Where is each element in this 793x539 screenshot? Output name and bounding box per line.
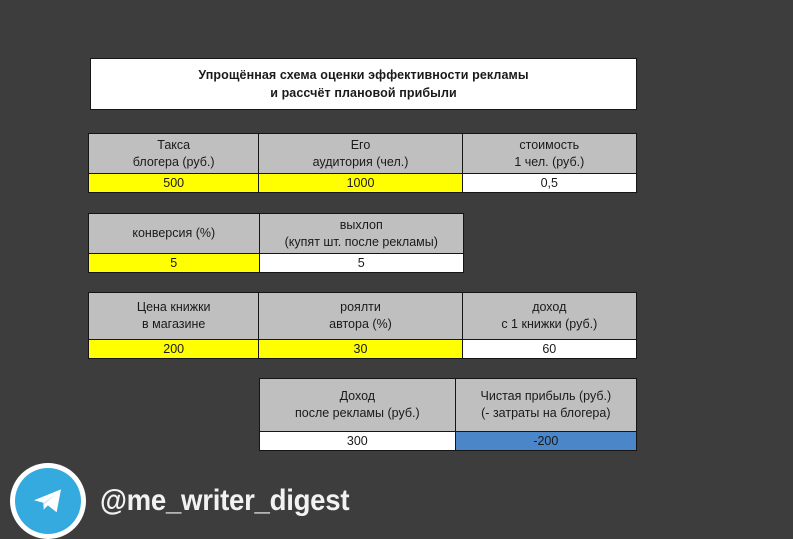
header-cell-net-profit: Чистая прибыль (руб.) (- затраты на блог… xyxy=(455,379,636,431)
header-line-1: выхлоп xyxy=(339,217,383,232)
telegram-icon[interactable] xyxy=(10,463,86,539)
header-cell-output: выхлоп (купят шт. после рекламы) xyxy=(259,214,463,253)
header-line-2: (- затраты на блогера) xyxy=(481,406,611,420)
header-cell-cost-per-person: стоимость 1 чел. (руб.) xyxy=(462,134,636,173)
table-value-row: 500 1000 0,5 xyxy=(89,173,636,192)
header-cell-audience: Его аудитория (чел.) xyxy=(259,134,463,173)
value-cell-output: 5 xyxy=(259,254,463,272)
table-header-row: конверсия (%) выхлоп (купят шт. после ре… xyxy=(89,214,463,253)
header-line-2: с 1 книжки (руб.) xyxy=(501,317,598,331)
header-line-1: Цена книжки xyxy=(136,300,211,314)
header-cell-income-after-ad: Доход после рекламы (руб.) xyxy=(260,379,456,431)
header-line-1: доход xyxy=(532,300,567,314)
header-line-1: Доход xyxy=(339,389,376,403)
table-value-row: 5 5 xyxy=(89,253,463,272)
header-cell-blogger-rate: Такса блогера (руб.) xyxy=(89,134,260,173)
telegram-handle[interactable]: @me_writer_digest xyxy=(100,484,350,517)
header-line-1: Такса xyxy=(157,137,191,152)
value-cell-income-per-book: 60 xyxy=(462,340,636,358)
value-cell-conversion[interactable]: 5 xyxy=(89,254,260,272)
table-header-row: Такса блогера (руб.) Его аудитория (чел.… xyxy=(89,134,636,173)
header-cell-income-per-book: доход с 1 книжки (руб.) xyxy=(462,293,636,339)
slide-title-line-1: Упрощённая схема оценки эффективности ре… xyxy=(198,68,529,82)
header-line-1: Его xyxy=(350,137,371,152)
slide-title-line-2: и рассчёт плановой прибыли xyxy=(270,86,457,100)
table-value-row: 300 -200 xyxy=(260,431,636,450)
value-cell-income-after-ad: 300 xyxy=(260,432,456,450)
telegram-icon-circle xyxy=(15,468,81,534)
table-header-row: Цена книжки в магазине роялти автора (%)… xyxy=(89,293,636,339)
header-line-2: (купят шт. после рекламы) xyxy=(284,234,438,249)
header-cell-conversion: конверсия (%) xyxy=(89,214,260,253)
value-cell-blogger-rate[interactable]: 500 xyxy=(89,174,260,192)
header-line-2: после рекламы (руб.) xyxy=(294,406,420,420)
table-profit: Доход после рекламы (руб.) Чистая прибыл… xyxy=(259,378,637,451)
value-cell-net-profit: -200 xyxy=(455,432,636,450)
header-line-1: роялти xyxy=(340,300,381,314)
header-cell-royalty: роялти автора (%) xyxy=(259,293,463,339)
header-cell-book-price: Цена книжки в магазине xyxy=(89,293,260,339)
value-cell-audience[interactable]: 1000 xyxy=(259,174,463,192)
header-line-2: 1 чел. (руб.) xyxy=(514,154,585,169)
table-conversion: конверсия (%) выхлоп (купят шт. после ре… xyxy=(88,213,464,273)
header-line-2: автора (%) xyxy=(329,317,392,331)
slide-title-box: Упрощённая схема оценки эффективности ре… xyxy=(90,58,637,110)
table-value-row: 200 30 60 xyxy=(89,339,636,358)
header-line-2: аудитория (чел.) xyxy=(312,154,409,169)
telegram-footer: @me_writer_digest xyxy=(10,463,371,539)
table-book-income: Цена книжки в магазине роялти автора (%)… xyxy=(88,292,637,359)
value-cell-cost-per-person: 0,5 xyxy=(462,174,636,192)
header-line-2: в магазине xyxy=(142,317,206,331)
value-cell-royalty[interactable]: 30 xyxy=(259,340,463,358)
table-blogger-cost: Такса блогера (руб.) Его аудитория (чел.… xyxy=(88,133,637,193)
table-header-row: Доход после рекламы (руб.) Чистая прибыл… xyxy=(260,379,636,431)
header-line-1: стоимость xyxy=(519,137,580,152)
slide-canvas: Упрощённая схема оценки эффективности ре… xyxy=(10,58,637,539)
header-line-2: блогера (руб.) xyxy=(132,154,215,169)
header-line-1: конверсия (%) xyxy=(132,226,216,240)
value-cell-book-price[interactable]: 200 xyxy=(89,340,260,358)
header-line-1: Чистая прибыль (руб.) xyxy=(480,389,612,403)
